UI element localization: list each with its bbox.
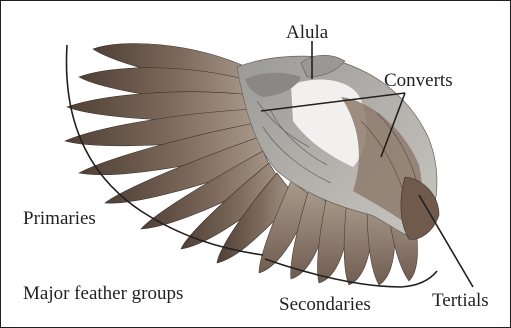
tertials-label: Tertials — [432, 291, 489, 310]
figure-caption: Major feather groups — [23, 284, 183, 303]
tertials-leader — [419, 195, 473, 287]
coverts-label: Converts — [384, 71, 453, 90]
alula-label: Alula — [286, 23, 328, 42]
secondaries-label: Secondaries — [279, 295, 371, 314]
primaries-label: Primaries — [23, 209, 96, 228]
